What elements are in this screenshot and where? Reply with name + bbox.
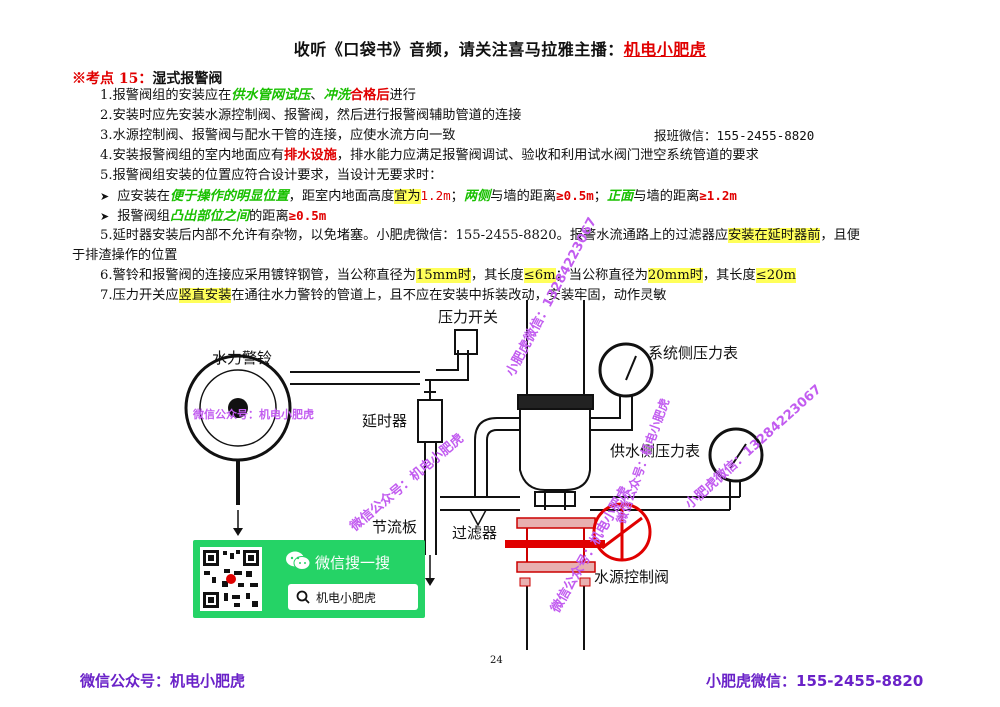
- watermark: 微信公众号：机电小肥虎: [193, 408, 314, 421]
- text-line-7: 6.警铃和报警阀的连接应采用镀锌钢管，当公称直径为15mm时，其长度≤6m；当公…: [100, 266, 796, 286]
- highlight: ≤20m: [755, 268, 796, 283]
- value: ≥0.5m: [288, 208, 327, 223]
- value: ≥0.5m: [556, 188, 594, 203]
- text: 与墙的距离: [633, 189, 700, 204]
- label-pressure-switch: 压力开关: [438, 308, 499, 326]
- text: 4.安装报警阀组的室内地面应有: [100, 148, 285, 163]
- text: 2.安装时应先安装水源控制阀、报警阀，然后进行报警阀辅助管道的连接: [100, 108, 522, 123]
- bullet-line-1: ➤应安装在便于操作的明显位置，距室内地面高度宜为1.2m；两侧与墙的距离≥0.5…: [100, 186, 737, 207]
- text-line-3: 3.水源控制阀、报警阀与配水干管的连接，应使水流方向一致 报班微信：155-24…: [100, 126, 840, 146]
- highlight: 竖直安装: [178, 288, 232, 303]
- text-line-8: 7.压力开关应竖直安装在通往水力警铃的管道上，且不应在安装中拆装改动，安装牢固，…: [100, 286, 666, 306]
- qr-code-icon: [200, 547, 262, 611]
- highlight: 15mm时: [415, 268, 471, 283]
- highlight: 安装在延时器前: [728, 228, 821, 243]
- text: ；: [450, 189, 464, 204]
- emph: 两侧: [463, 189, 491, 204]
- emph: 凸出部位之间: [169, 209, 250, 224]
- text: 与墙的距离: [490, 189, 557, 204]
- host-name: 机电小肥虎: [623, 40, 707, 59]
- emph: 正面: [606, 189, 634, 204]
- text: ，且便: [820, 228, 860, 243]
- bullet-arrow-icon: ➤: [100, 210, 110, 223]
- filter-symbol: [469, 509, 487, 527]
- value: ≥1.2m: [699, 188, 737, 203]
- text: 7.压力开关应: [100, 288, 179, 303]
- text: ，排水能力应满足报警阀调试、验收和利用试水阀门泄空系统管道的要求: [336, 148, 759, 163]
- kaodian-mark: ※考点 15：: [72, 71, 153, 87]
- highlight: 20mm时: [647, 268, 703, 283]
- text: ；: [593, 189, 607, 204]
- text-line-6b: 于排渣操作的位置: [72, 246, 178, 266]
- text: 1.报警阀组的安装应在: [100, 88, 232, 103]
- emph: 排水设施: [284, 148, 337, 163]
- text: ；当公称直径为: [555, 268, 648, 283]
- text: 进行: [389, 88, 416, 103]
- text-line-2: 2.安装时应先安装水源控制阀、报警阀，然后进行报警阀辅助管道的连接: [100, 106, 521, 126]
- page-header: 收听《口袋书》音频，请关注喜马拉雅主播：机电小肥虎: [0, 36, 1000, 60]
- text: 3.水源控制阀、报警阀与配水干管的连接，应使水流方向一致: [100, 128, 456, 143]
- text: 、: [310, 88, 324, 103]
- footer-right: 小肥虎微信：155-2455-8820: [706, 672, 924, 690]
- section-title: ※考点 15：湿式报警阀: [72, 68, 222, 88]
- label-filter: 过滤器: [452, 524, 498, 542]
- label-supply-gauge: 供水侧压力表: [610, 442, 701, 460]
- header-prefix: 收听《口袋书》音频，请关注喜马拉雅主播：: [293, 40, 624, 59]
- text: 5.报警阀组安装的位置应符合设计要求，当设计无要求时：: [100, 168, 443, 183]
- water-bell: [184, 354, 292, 536]
- emph: 合格后: [349, 88, 390, 103]
- text: ，其长度: [470, 268, 524, 283]
- text: 于排渣操作的位置: [72, 248, 178, 263]
- emph: 冲洗: [323, 88, 350, 103]
- text-line-1: 1.报警阀组的安装应在供水管网试压、冲洗合格后进行: [100, 86, 416, 106]
- wechat-logo-icon: [286, 551, 311, 570]
- system-side-gauge: [598, 342, 654, 398]
- wechat-search-title: 微信搜一搜: [315, 554, 391, 572]
- text: ，距室内地面高度: [288, 189, 395, 204]
- source-control-valve: [505, 502, 652, 587]
- wechat-search-query: 机电小肥虎: [316, 591, 377, 605]
- text-line-6: 5.延时器安装后内部不允许有杂物，以免堵塞。小肥虎微信：155-2455-882…: [100, 226, 860, 246]
- highlight: ≤6m: [523, 268, 556, 283]
- text: 应安装在: [117, 189, 170, 204]
- text: ，其长度: [702, 268, 756, 283]
- text: 报警阀组: [117, 209, 170, 224]
- text-line-4: 4.安装报警阀组的室内地面应有排水设施，排水能力应满足报警阀调试、验收和利用试水…: [100, 146, 759, 166]
- text-line-5: 5.报警阀组安装的位置应符合设计要求，当设计无要求时：: [100, 166, 442, 186]
- label-source-valve: 水源控制阀: [594, 568, 670, 586]
- text: 5.延时器安装后内部不允许有杂物，以免堵塞。小肥虎微信：155-2455-882…: [100, 228, 729, 243]
- highlight: 宜为: [394, 189, 421, 204]
- text: 6.警铃和报警阀的连接应采用镀锌钢管，当公称直径为: [100, 268, 416, 283]
- label-system-gauge: 系统侧压力表: [648, 344, 739, 362]
- value: 1.2m: [420, 188, 451, 203]
- bullet-arrow-icon: ➤: [100, 190, 110, 203]
- bullet-line-2: ➤ 报警阀组凸出部位之间的距离≥0.5m: [100, 206, 326, 227]
- label-delay-chamber: 延时器: [362, 412, 408, 430]
- contact-text: 报班微信：155-2455-8820: [654, 128, 815, 143]
- search-icon: [296, 590, 310, 604]
- wechat-search-box[interactable]: 机电小肥虎: [288, 584, 418, 610]
- page-number: 24: [490, 655, 503, 666]
- emph: 供水管网试压: [231, 88, 311, 103]
- kaodian-title: 湿式报警阀: [152, 71, 223, 87]
- footer-left: 微信公众号：机电小肥虎: [80, 672, 246, 690]
- text: 的距离: [249, 209, 289, 224]
- wechat-search-card[interactable]: 微信搜一搜 机电小肥虎: [193, 540, 425, 618]
- supply-side-gauge: [708, 427, 764, 483]
- label-orifice-plate: 节流板: [372, 518, 418, 536]
- emph: 便于操作的明显位置: [169, 189, 289, 204]
- text: 在通往水力警铃的管道上，且不应在安装中拆装改动，安装牢固，动作灵敏: [231, 288, 667, 303]
- label-water-bell: 水力警铃: [212, 349, 273, 367]
